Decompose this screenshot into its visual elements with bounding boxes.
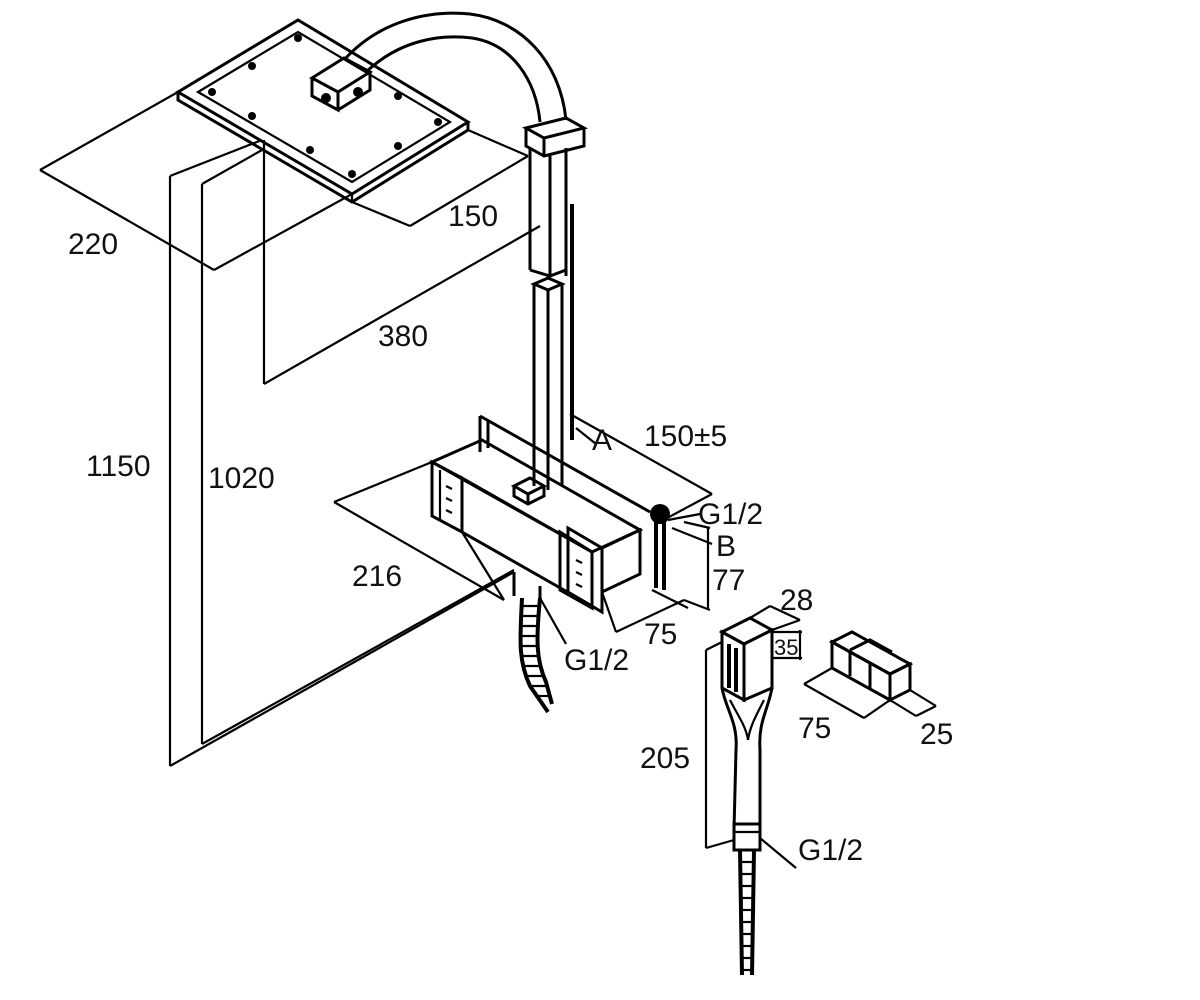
hand-shower-holder [828, 630, 914, 703]
shower-head-screws [208, 34, 442, 178]
label-point-a: A [592, 424, 612, 457]
hand-shower-spray-face [727, 644, 738, 692]
riser-collar [521, 116, 589, 158]
label-220: 220 [68, 228, 118, 261]
label-205: 205 [640, 742, 690, 775]
label-thread-right: G1/2 [698, 498, 763, 531]
label-150-tolerance: 150±5 [644, 420, 727, 453]
label-35: 35 [774, 635, 798, 660]
label-216: 216 [352, 560, 402, 593]
hand-shower-top [718, 616, 776, 646]
dimension-labels: 220 150 380 1150 1020 150±5 A G1/2 B 77 … [68, 200, 953, 867]
right-handle-scale [575, 559, 583, 588]
shower-head-connector [309, 56, 373, 113]
curved-arm-inner [364, 35, 542, 123]
left-handle-scale [445, 485, 453, 514]
shower-head-edge [176, 92, 470, 204]
label-1150: 1150 [86, 450, 151, 483]
hand-shower [718, 616, 776, 976]
label-thread-hand-shower: G1/2 [798, 834, 863, 867]
thermostatic-mixer-body [428, 414, 689, 615]
label-point-b: B [716, 530, 736, 563]
label-25: 25 [920, 718, 953, 751]
label-150-head: 150 [448, 200, 498, 233]
label-75-body: 75 [644, 618, 677, 651]
label-1020: 1020 [208, 462, 275, 495]
label-28: 28 [780, 584, 813, 617]
label-380: 380 [378, 320, 428, 353]
shower-head-inner-plate [195, 30, 453, 184]
right-handle [566, 525, 604, 615]
label-75-holder: 75 [798, 712, 831, 745]
mixer-outlet-hose [518, 597, 554, 714]
rain-shower-head [175, 18, 471, 204]
curved-arm-outer [342, 11, 568, 121]
dimension-lines [39, 91, 937, 869]
label-77: 77 [712, 564, 745, 597]
shower-riser-pipe [342, 11, 589, 490]
label-thread-bottom: G1/2 [564, 644, 629, 677]
